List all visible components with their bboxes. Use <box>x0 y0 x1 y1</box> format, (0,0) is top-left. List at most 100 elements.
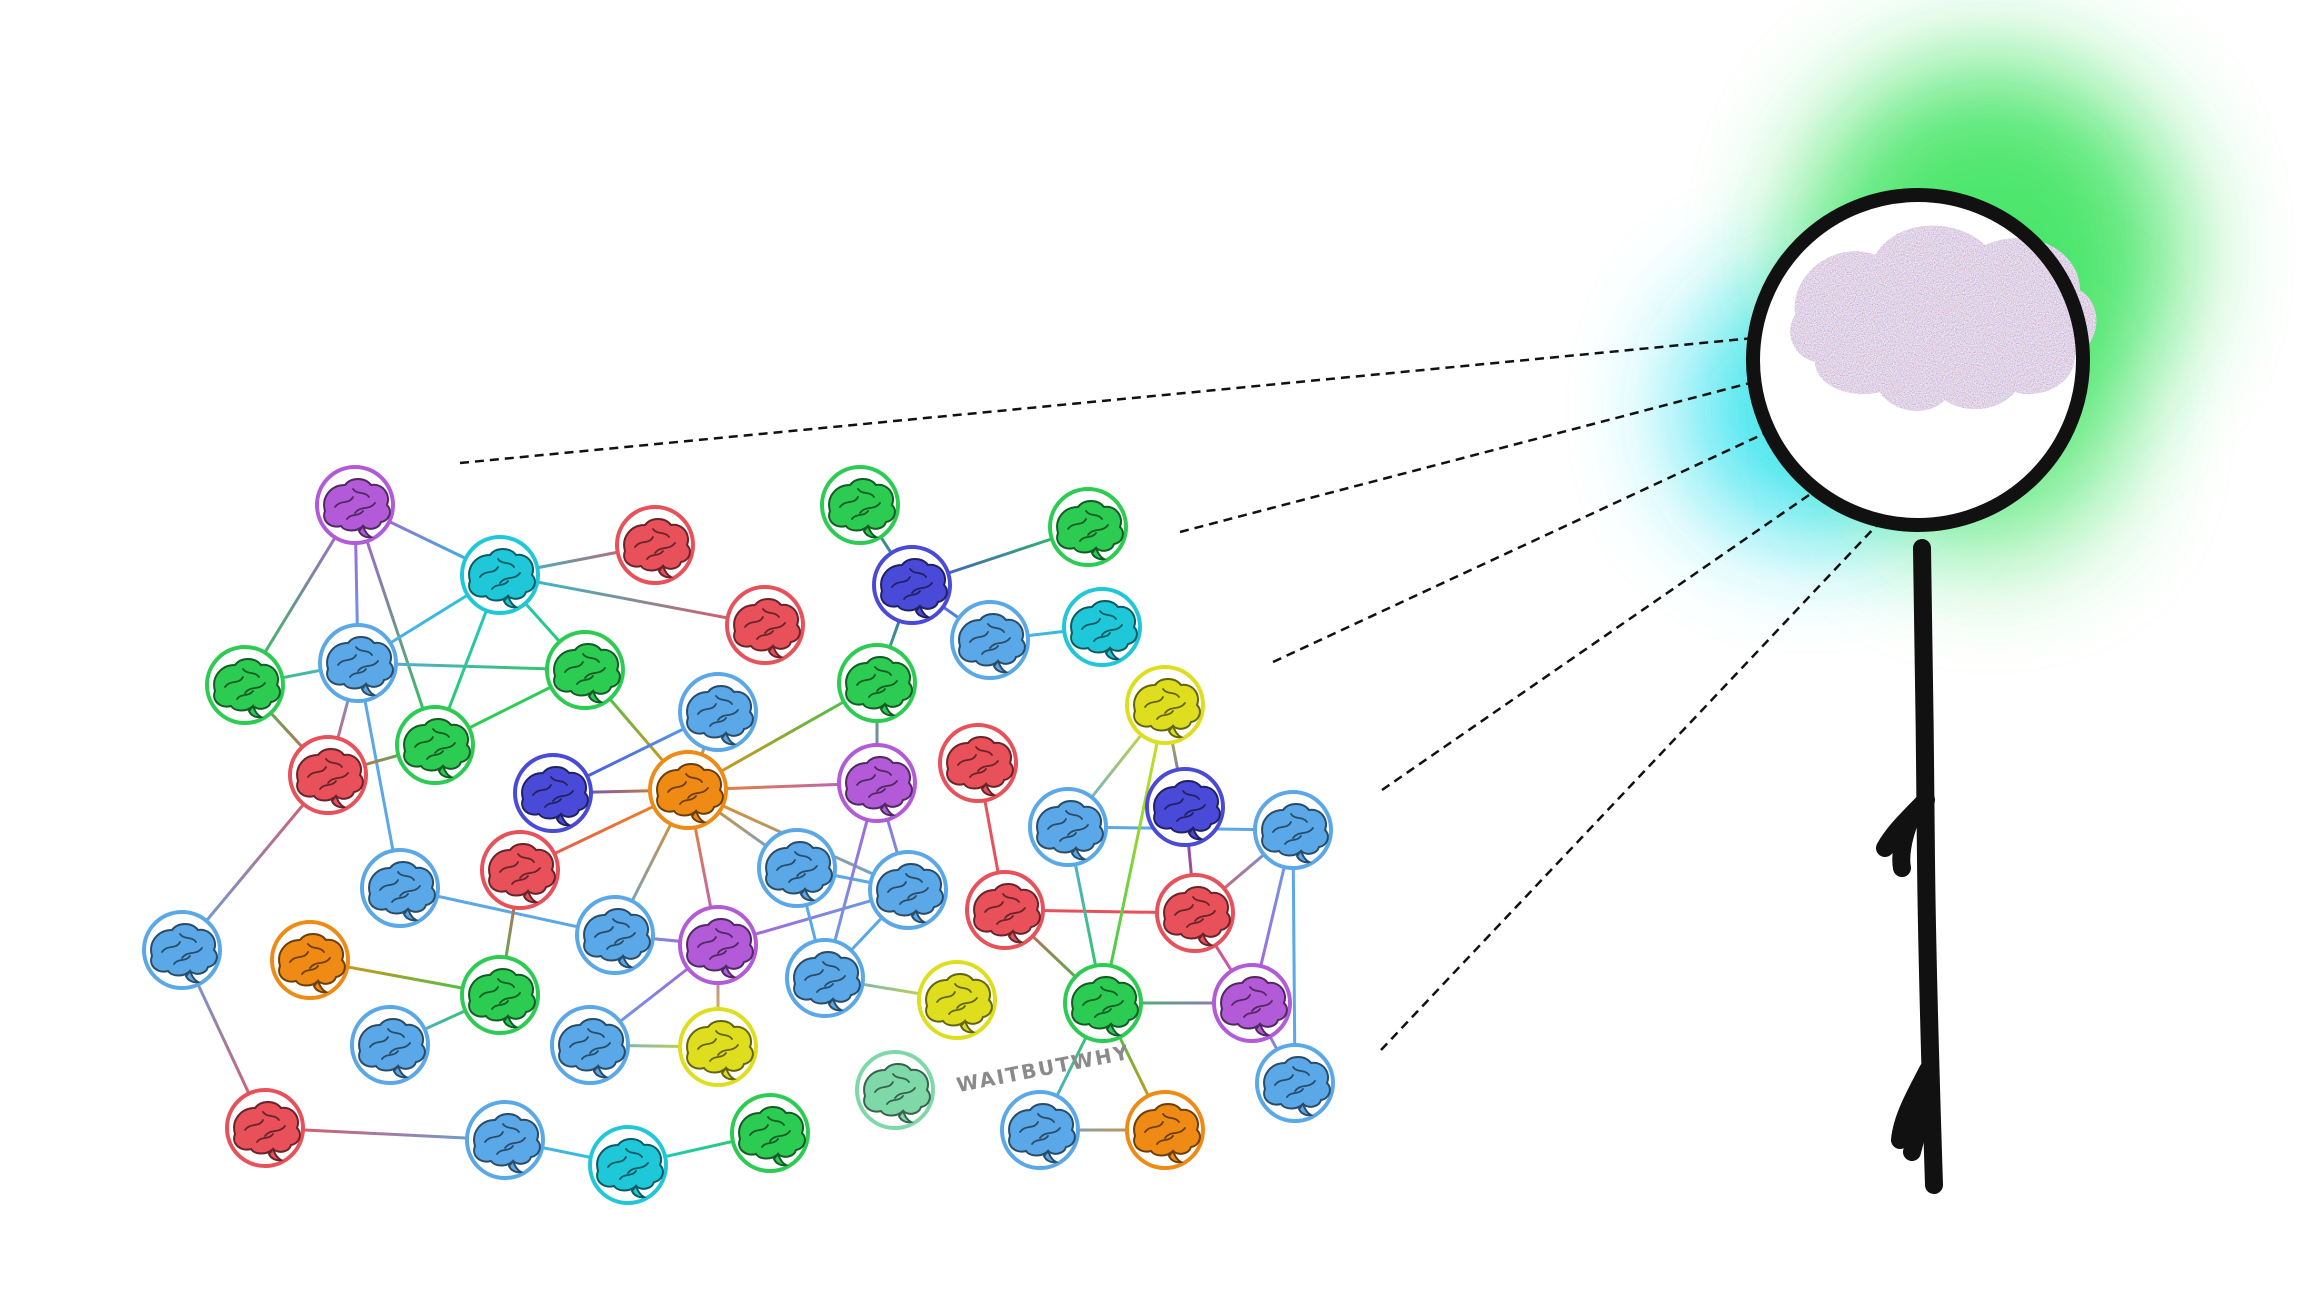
network-node <box>545 630 625 710</box>
magnifying-glass-icon <box>1746 188 2097 532</box>
brain-folds <box>1144 688 1186 720</box>
zoom-line-1 <box>459 333 1786 465</box>
network-node <box>1125 665 1205 745</box>
brain-folds <box>337 646 379 678</box>
network-node <box>360 848 440 928</box>
network-edge <box>353 504 437 746</box>
brain-folds <box>1272 813 1314 845</box>
network-node <box>757 828 837 908</box>
brain-folds <box>532 776 574 808</box>
network-node <box>225 1088 305 1168</box>
network-node <box>837 643 917 723</box>
zoom-line-2 <box>1179 370 1793 534</box>
network-nodes <box>142 465 1335 1205</box>
network-node <box>1125 1090 1205 1170</box>
network-node <box>318 623 398 703</box>
network-node <box>837 743 917 823</box>
network-node <box>1255 1043 1335 1123</box>
network-node <box>965 870 1045 950</box>
network-node <box>575 895 655 975</box>
brain-folds <box>804 961 846 993</box>
brain-folds <box>697 695 739 727</box>
brain-folds <box>874 1073 916 1105</box>
brain-folds <box>1081 610 1123 642</box>
network-node <box>855 1050 935 1130</box>
brain-folds <box>1067 510 1109 542</box>
brain-folds <box>856 666 898 698</box>
brain-folds <box>564 653 606 685</box>
network-node <box>270 920 350 1000</box>
brain-folds <box>634 528 676 560</box>
brain-folds <box>744 608 786 640</box>
zoom-lines <box>459 333 1963 1051</box>
network-node <box>648 750 728 830</box>
brain-folds <box>607 1148 649 1180</box>
brain-folds <box>414 728 456 760</box>
brain-folds <box>667 773 709 805</box>
stick-figure-icon <box>1876 539 1943 1194</box>
brain-folds <box>891 568 933 600</box>
brain-folds <box>244 1111 286 1143</box>
brain-folds <box>479 978 521 1010</box>
brain-folds <box>161 933 203 965</box>
brain-folds <box>776 851 818 883</box>
lens-rim <box>1746 188 2090 532</box>
network-node <box>785 938 865 1018</box>
network-node <box>1000 1090 1080 1170</box>
brain-folds <box>484 1123 526 1155</box>
brain-folds <box>224 668 266 700</box>
zoom-line-5 <box>1380 434 1963 1051</box>
figure-hand-upper <box>1876 791 1935 877</box>
network-node <box>1028 787 1108 867</box>
network-node <box>1212 963 1292 1043</box>
network-node <box>460 535 540 615</box>
network-node <box>350 1005 430 1085</box>
network-edge <box>1101 704 1167 1004</box>
brain-folds <box>569 1028 611 1060</box>
figure-hand-lower <box>1891 1061 1937 1161</box>
brain-folds <box>1164 790 1206 822</box>
network-node <box>678 905 758 985</box>
network-node <box>465 1100 545 1180</box>
brain-folds <box>307 758 349 790</box>
brain-folds <box>499 853 541 885</box>
brain-folds <box>1174 896 1216 928</box>
network-edge <box>499 573 766 627</box>
network-node <box>868 850 948 930</box>
brain-folds <box>334 488 376 520</box>
network-node <box>730 1093 810 1173</box>
network-node <box>1253 790 1333 870</box>
network-node <box>678 672 758 752</box>
brain-folds <box>749 1116 791 1148</box>
brain-folds <box>984 893 1026 925</box>
brain-folds <box>1144 1113 1186 1145</box>
brain-folds <box>936 983 978 1015</box>
network-node <box>1155 873 1235 953</box>
brain-folds <box>1047 810 1089 842</box>
brain-folds <box>1231 986 1273 1018</box>
brain-folds <box>839 488 881 520</box>
network-edge <box>264 1126 506 1142</box>
network-node <box>938 723 1018 803</box>
brain-folds <box>369 1028 411 1060</box>
network-node <box>142 910 222 990</box>
network-edge <box>1291 829 1297 1084</box>
zoom-line-4 <box>1381 435 1894 792</box>
network-node <box>917 960 997 1040</box>
brain-folds <box>379 871 421 903</box>
brain-folds <box>887 873 929 905</box>
brain-folds <box>1019 1113 1061 1145</box>
network-node <box>1145 767 1225 847</box>
network-node <box>1048 487 1128 567</box>
network-node <box>1062 587 1142 667</box>
brain-folds <box>697 928 739 960</box>
network-node <box>872 545 952 625</box>
network-node <box>725 585 805 665</box>
brain-folds <box>1274 1066 1316 1098</box>
brain-folds <box>697 1030 739 1062</box>
network-node <box>460 955 540 1035</box>
zoom-line-3 <box>1272 401 1831 664</box>
brain-folds <box>479 558 521 590</box>
network-node <box>1063 963 1143 1043</box>
